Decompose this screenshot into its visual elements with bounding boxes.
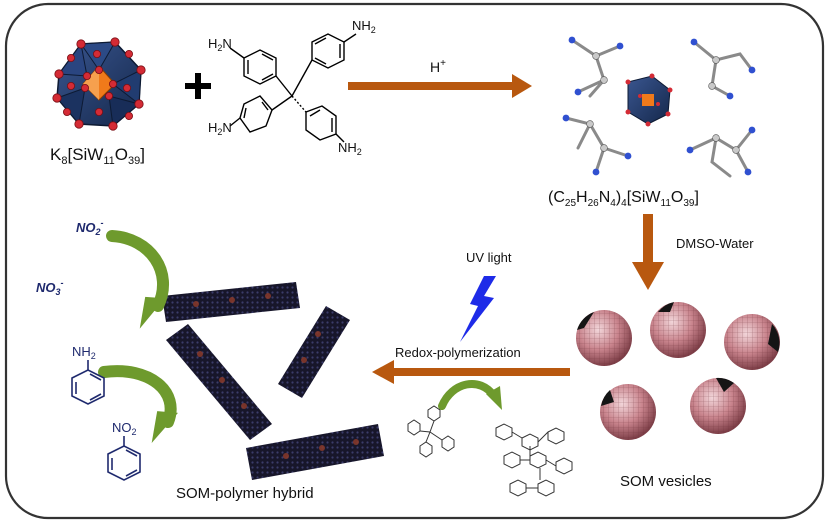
solvent-assembly-arrow (632, 214, 664, 290)
nitrobenzene-ring-icon (107, 436, 141, 481)
linker-amine-bottom-left: H2N (208, 120, 232, 137)
monomer-structure-icon (407, 405, 455, 458)
aniline-ring-icon (71, 360, 105, 405)
solvent-label: DMSO-Water (676, 236, 754, 251)
polyoxometalate-cluster-icon (52, 37, 146, 131)
product-crystal-structure-icon (562, 36, 756, 178)
acid-label: H+ (430, 58, 446, 75)
linker-amine-top-right: NH2 (352, 18, 376, 35)
aniline-oxidation-arrowhead (151, 411, 178, 443)
polymer-structure-icon (495, 423, 573, 497)
curved-green-arrowhead (486, 386, 502, 410)
som-vesicles (576, 302, 780, 440)
hybrid-label: SOM-polymer hybrid (176, 485, 314, 502)
vesicle (600, 384, 656, 440)
uv-light-label: UV light (466, 250, 512, 265)
reactant-label: K8[SiW11O39] (50, 145, 145, 167)
plus-text: + (0, 0, 1, 1)
vesicle (724, 314, 780, 370)
product-label: (C25H26N4)4[SiW11O39] (548, 189, 699, 209)
aniline-amine-label: NH2 (72, 344, 96, 361)
nitrite-label: NO2- (76, 218, 104, 237)
nitrite-oxidation-arrow (106, 230, 169, 312)
vesicle (650, 302, 706, 358)
hybrid-sheet (246, 424, 384, 480)
vesicle (690, 377, 746, 434)
vesicles-label: SOM vesicles (620, 473, 712, 490)
hybrid-sheet (166, 324, 272, 440)
redox-polymerization-label: Redox-polymerization (395, 345, 521, 360)
hybrid-sheet (278, 306, 350, 398)
linker-amine-top-left: H2N (208, 36, 232, 53)
tetraamine-linker-structure (229, 33, 357, 143)
nitrate-label: NO3- (36, 278, 64, 297)
uv-lightning-icon (460, 276, 496, 342)
linker-amine-bottom-right: NH2 (338, 140, 362, 157)
nitrite-oxidation-arrowhead (139, 296, 165, 329)
redox-polymerization-arrow (372, 360, 570, 384)
vesicle (576, 310, 632, 366)
plus-sign (185, 73, 211, 99)
nitro-group-label: NO2 (112, 420, 137, 437)
som-polymer-hybrid-sheets (162, 282, 384, 480)
curved-green-arrow (438, 380, 498, 410)
acid-reaction-arrow (348, 74, 532, 98)
outer-frame (4, 2, 825, 520)
